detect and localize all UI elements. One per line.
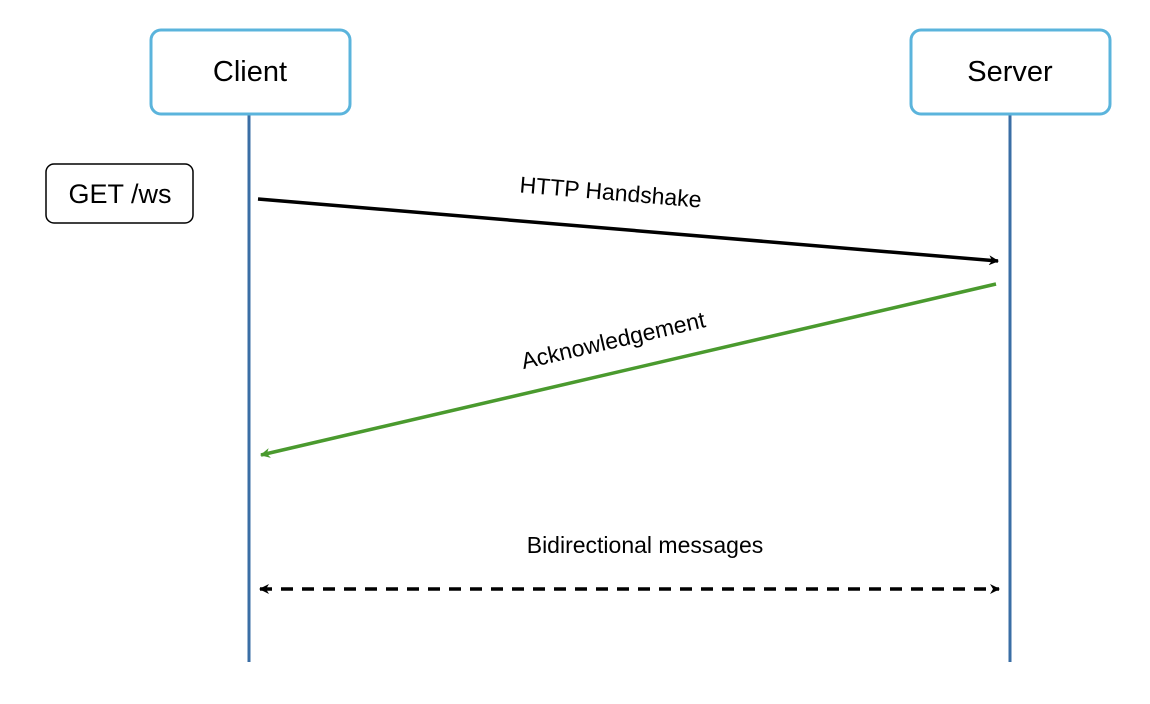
handshake-label: HTTP Handshake	[519, 171, 703, 212]
client-actor-label: Client	[213, 56, 287, 88]
acknowledgement-arrow	[260, 282, 997, 458]
handshake-arrow	[257, 197, 999, 266]
client-actor: Client	[149, 28, 352, 116]
acknowledgement-label: Acknowledgement	[519, 306, 709, 374]
request-note: GET /ws	[45, 163, 194, 224]
server-actor-label: Server	[967, 56, 1053, 88]
request-note-label: GET /ws	[68, 179, 171, 209]
server-actor: Server	[909, 28, 1112, 116]
bidirectional-label: Bidirectional messages	[527, 532, 764, 558]
